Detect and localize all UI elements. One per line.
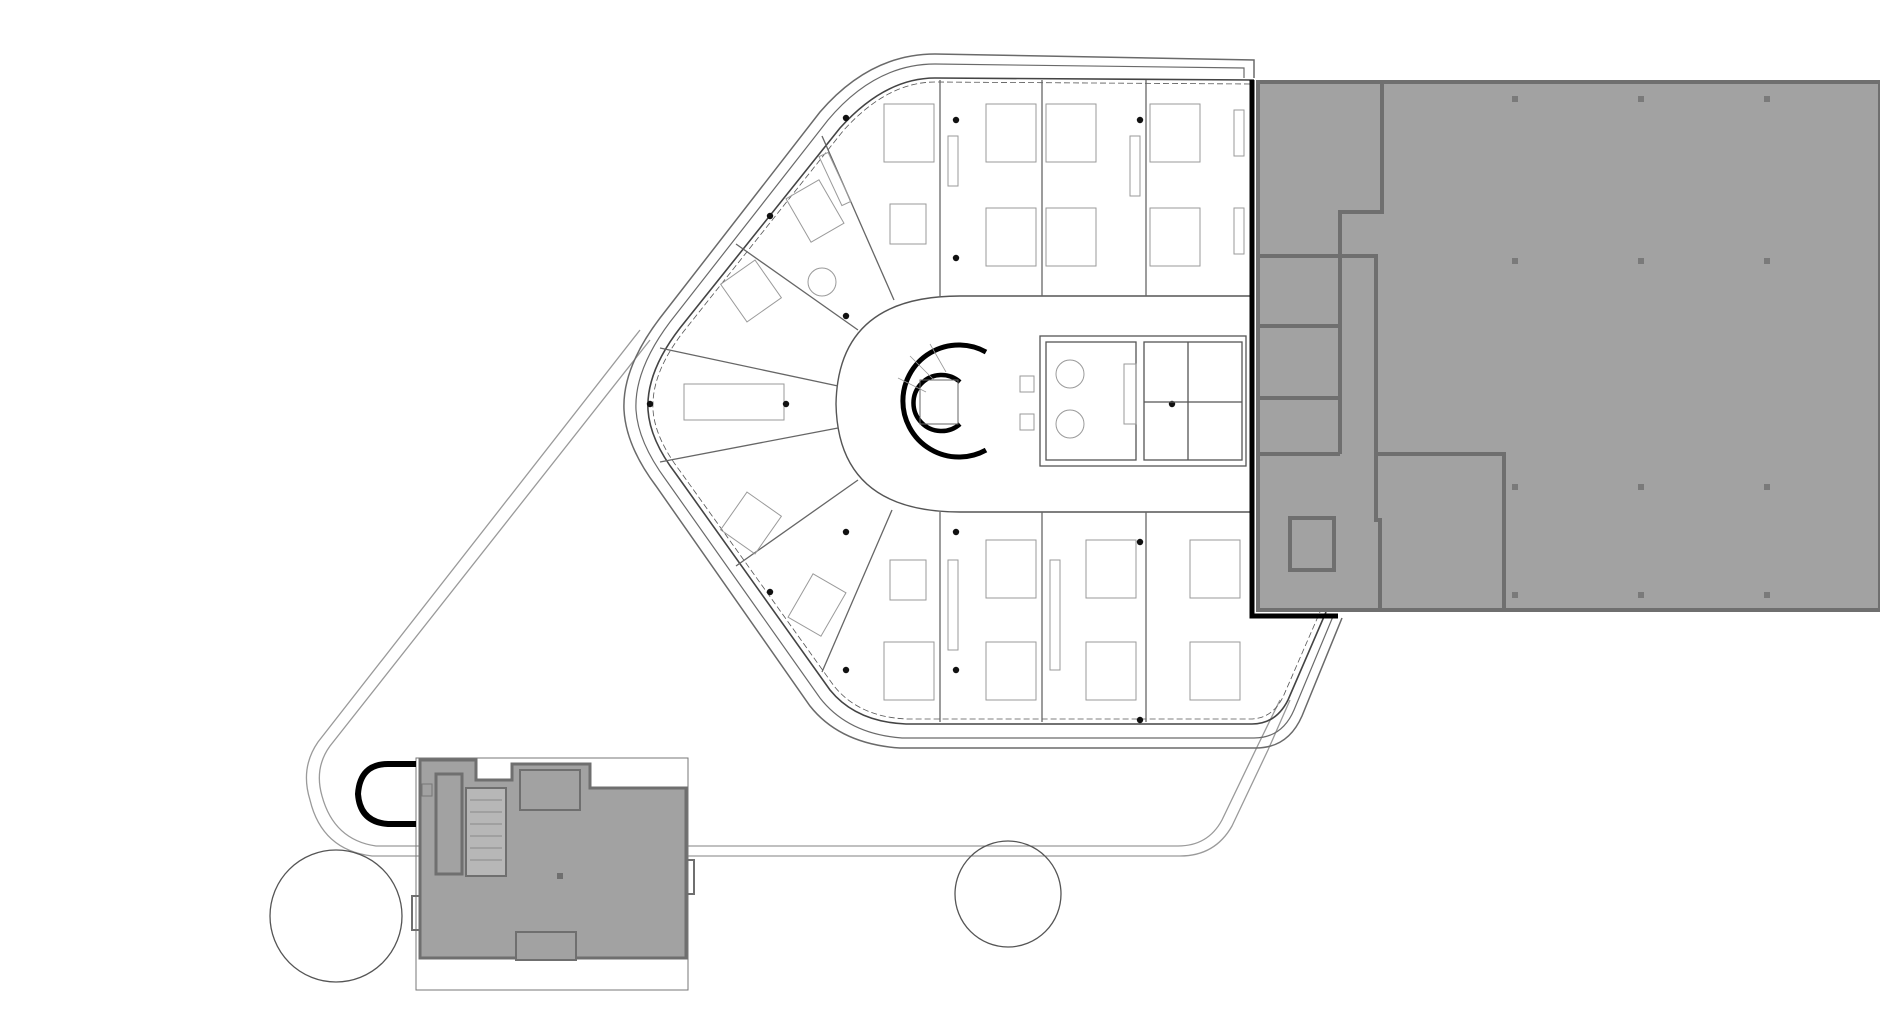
tree-left [269, 849, 403, 983]
existing-building-grey [1256, 80, 1880, 612]
office-desks [683, 103, 1245, 701]
structural-columns [646, 114, 1176, 724]
site-boundary [305, 329, 1291, 857]
kitchen-and-wc-block [1039, 335, 1247, 467]
small-house-grey [354, 757, 695, 991]
tree-middle [954, 840, 1062, 948]
spiral-stair-core [897, 342, 1035, 460]
curved-office-wing [623, 53, 1343, 749]
party-wall [1249, 80, 1338, 619]
